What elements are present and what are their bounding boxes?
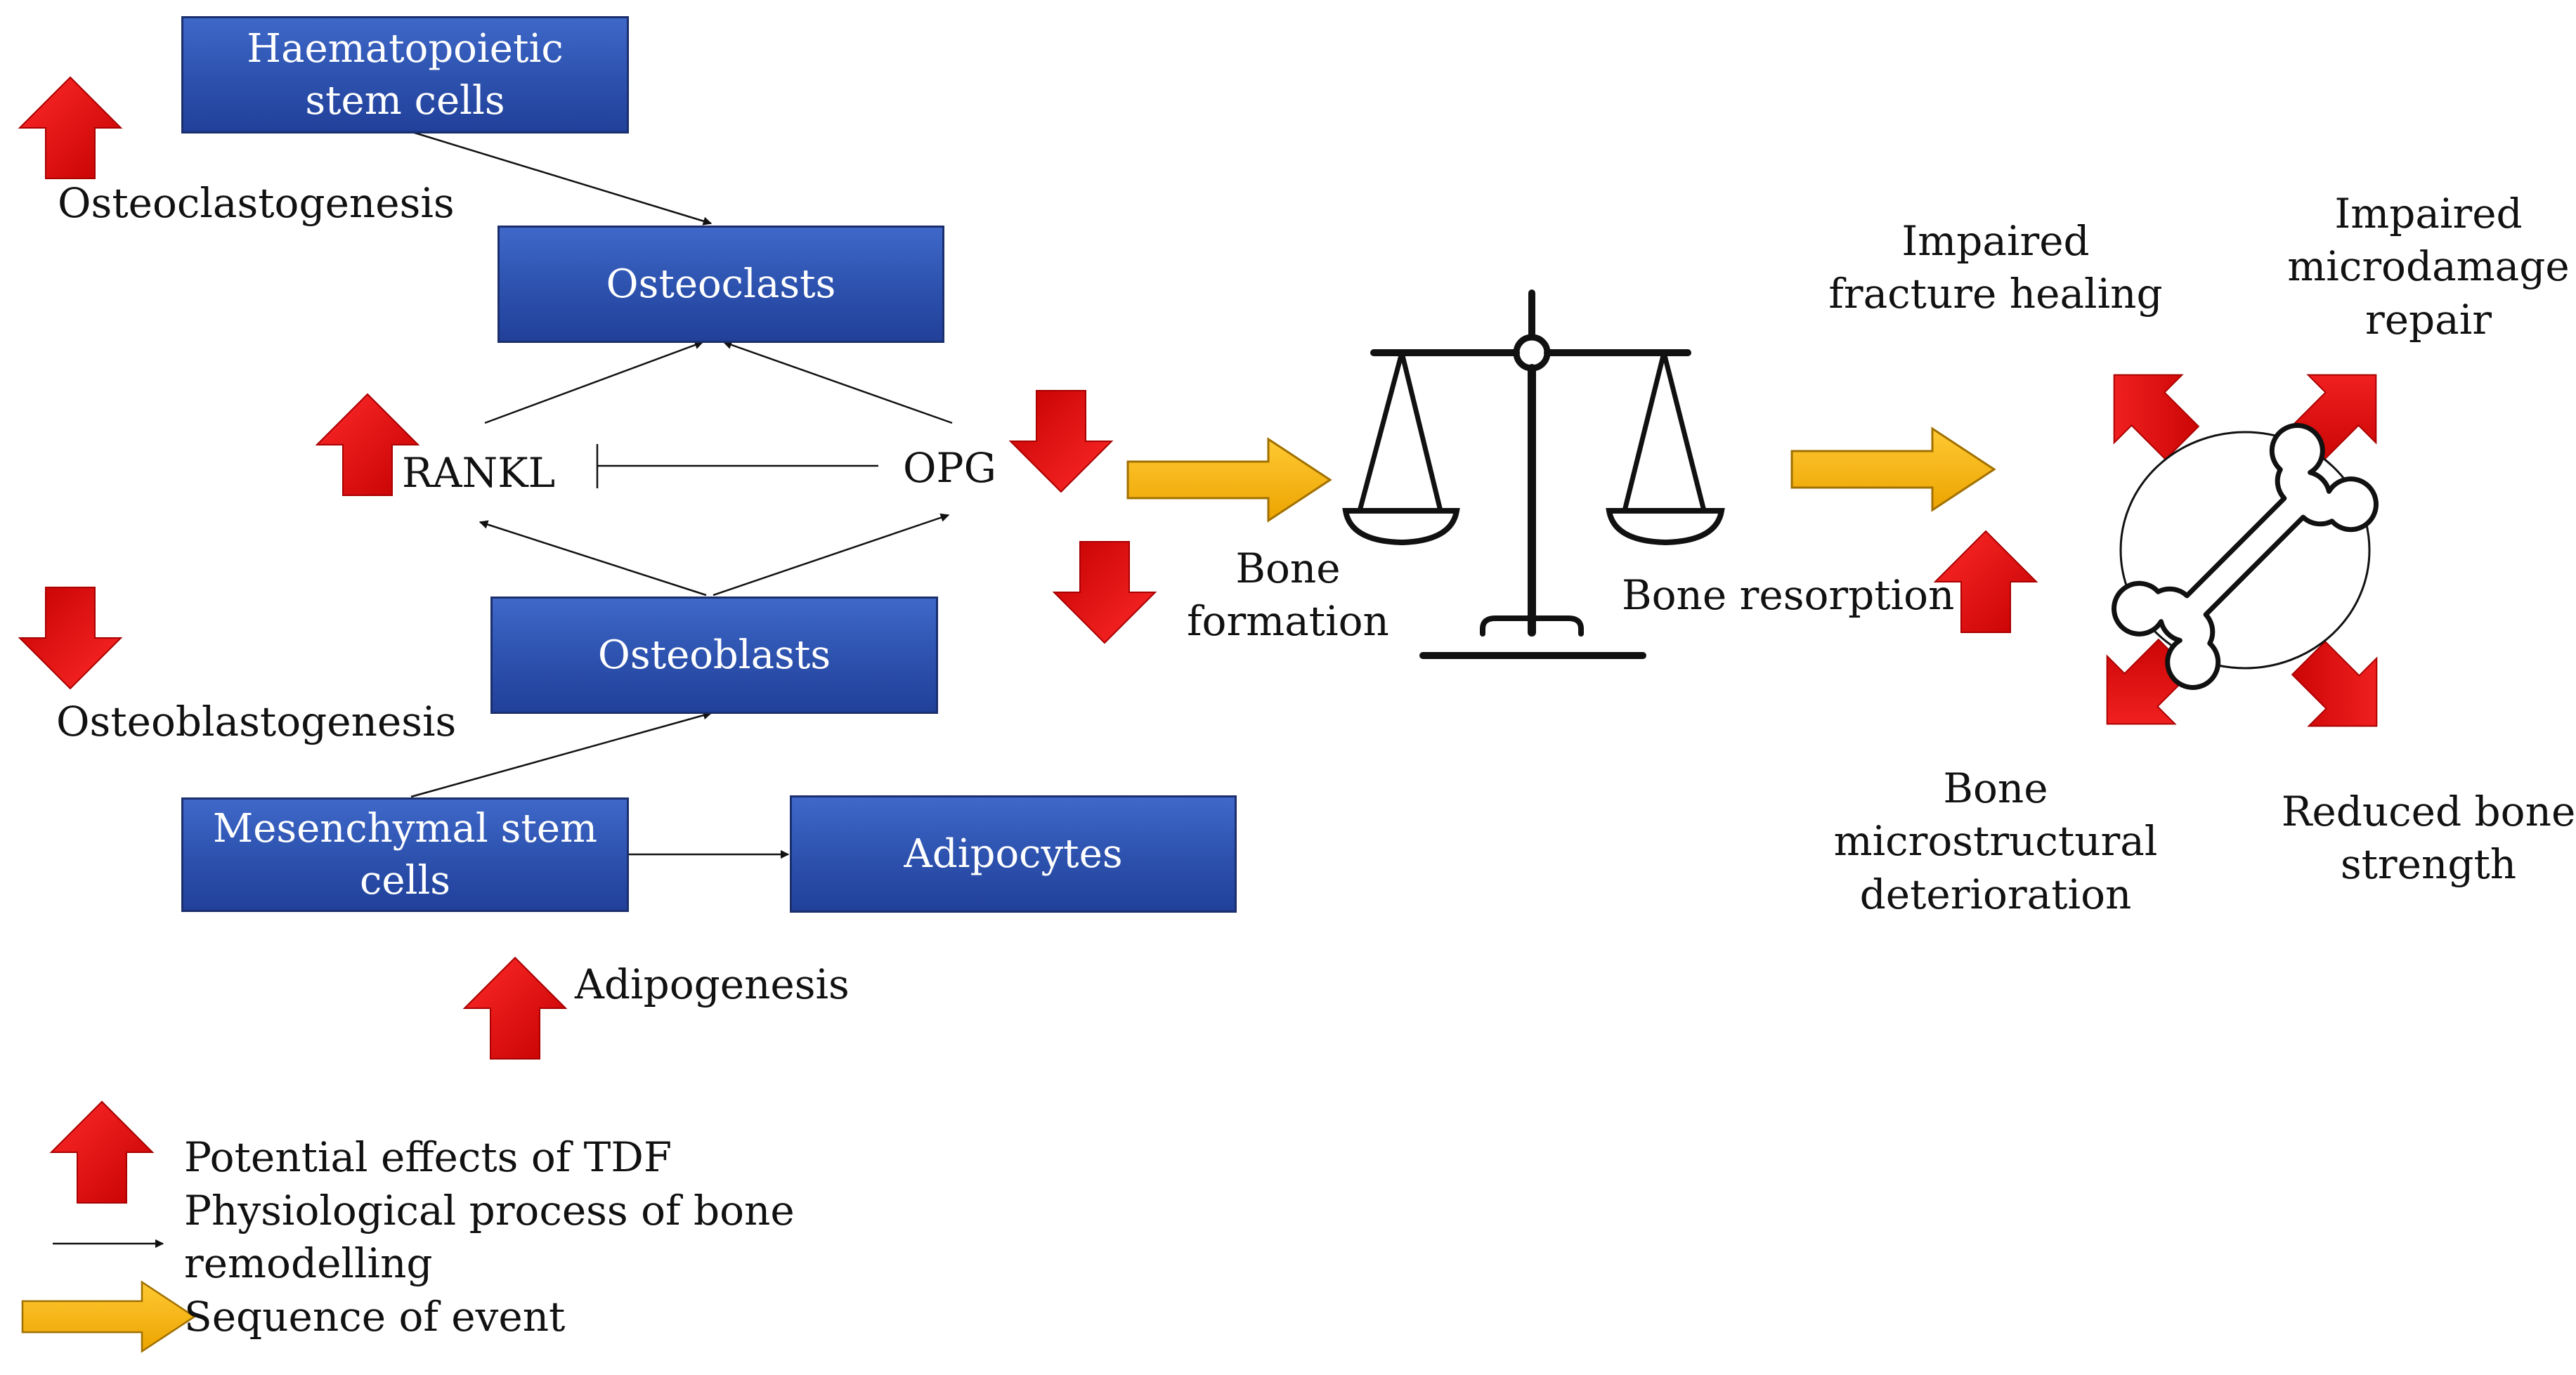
impaired-microdamage-repair-line-2: microdamage [2287,242,2570,291]
red-down-arrow-icon [1010,390,1112,493]
legend-physiological-line-1: Physiological process of bone [184,1187,795,1234]
mesenchymal-line-1: Mesenchymal stem [212,805,598,852]
bone-formation-line-1: Bone [1235,545,1341,592]
reduced-bone-strength-label: Reduced bone strength [2246,786,2576,892]
balance-scale-icon [1342,289,1725,659]
rankl-label: RANKL [402,449,556,497]
mesenchymal-line-2: cells [359,857,451,904]
osteoblasts-box: Osteoblasts [490,597,938,714]
mesenchymal-stem-cells-box: Mesenchymal stem cells [181,797,629,912]
reduced-bone-strength-line-2: strength [2340,840,2517,889]
haematopoietic-stem-cells-box: Haematopoietic stem cells [181,16,629,133]
bone-formation-label: Bone formation [1183,542,1393,649]
red-up-arrow-icon [51,1101,153,1204]
adipocytes-label: Adipocytes [904,830,1123,877]
red-up-arrow-icon [464,957,566,1060]
impaired-fracture-healing-line-1: Impaired [1901,217,2090,265]
legend-physiological-process-label: Physiological process of bone remodelling [184,1185,795,1291]
osteoclastogenesis-label: Osteoclastogenesis [58,179,455,227]
impaired-fracture-healing-label: Impaired fracture healing [1778,215,2213,321]
osteoblastogenesis-label: Osteoblastogenesis [56,698,457,745]
bone-microstructural-line-3: deterioration [1859,870,2132,918]
yellow-right-arrow-icon [1126,438,1332,522]
red-up-arrow-icon [19,77,122,179]
reduced-bone-strength-line-1: Reduced bone [2281,788,2576,835]
impaired-fracture-healing-line-2: fracture healing [1828,270,2163,318]
legend-tdf-effects-label: Potential effects of TDF [184,1133,672,1181]
adipocytes-box: Adipocytes [790,795,1237,913]
impaired-microdamage-repair-line-3: repair [2364,295,2492,344]
arrow-osteoblasts-to-opg [713,513,950,597]
osteoclasts-label: Osteoclasts [606,261,836,307]
bone-formation-line-2: formation [1187,597,1389,646]
opg-inhibits-rankl [596,444,878,488]
arrow-msc-to-osteoblasts [410,710,713,798]
osteoblasts-label: Osteoblasts [597,632,831,678]
haematopoietic-line-2: stem cells [305,77,505,124]
arrow-osteoblasts-to-rankl [479,520,707,597]
legend-sequence-label: Sequence of event [184,1293,566,1341]
impaired-microdamage-repair-line-1: Impaired [2334,190,2523,237]
osteoclasts-box: Osteoclasts [497,226,944,343]
process-arrows [53,129,953,1249]
yellow-right-arrow-icon [21,1281,196,1353]
bone-icon [2112,423,2379,690]
haematopoietic-line-1: Haematopoietic [247,25,564,72]
red-down-arrow-icon [19,587,122,689]
arrow-hsc-to-osteoclasts [407,129,713,226]
bone-microstructural-line-1: Bone [1943,764,2048,812]
yellow-right-arrow-icon [1790,427,1996,511]
adipogenesis-label: Adipogenesis [575,960,850,1008]
bone-resorption-label: Bone resorption [1622,571,1955,619]
legend-physiological-line-2: remodelling [184,1239,433,1288]
arrow-rankl-to-osteoclasts [484,341,704,424]
bone-microstructural-line-2: microstructural [1833,817,2158,866]
arrow-opg-to-osteoclasts [722,340,953,424]
opg-label: OPG [903,444,996,492]
red-down-arrow-icon [1053,541,1156,644]
